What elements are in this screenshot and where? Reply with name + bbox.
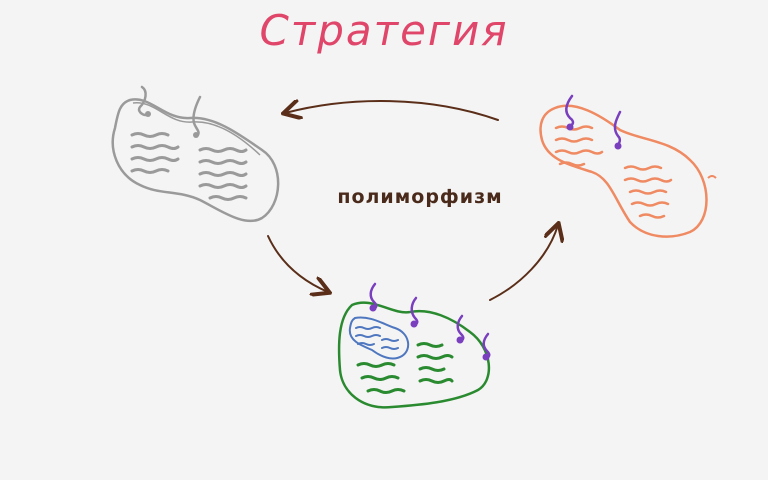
gray-blob-outline-2 xyxy=(132,102,261,156)
purple-hook-dot xyxy=(369,304,377,312)
green-text-line xyxy=(366,388,406,394)
arrow-gray-to-green xyxy=(267,235,328,292)
orange-object xyxy=(539,94,717,238)
orange-text-line xyxy=(554,149,604,155)
gray-text-line xyxy=(198,159,248,165)
gray-hook xyxy=(137,85,148,117)
orange-blob-outline xyxy=(539,104,708,238)
blue-text-line xyxy=(355,326,381,330)
gray-text-line xyxy=(208,195,248,201)
orange-text-line xyxy=(630,201,670,207)
purple-hook-dot xyxy=(482,353,490,361)
purple-hook-dot xyxy=(456,336,464,344)
green-object xyxy=(337,282,491,409)
green-text-line xyxy=(360,375,400,381)
green-text-line xyxy=(416,342,444,348)
blue-text-line xyxy=(381,338,399,342)
gray-text-line xyxy=(130,132,170,138)
gray-text-line xyxy=(198,183,248,189)
purple-hook xyxy=(613,110,622,147)
gray-hook xyxy=(192,95,202,137)
green-blob-outline xyxy=(337,301,491,409)
green-text-line xyxy=(418,378,454,384)
gray-blob-outline xyxy=(111,98,280,223)
orange-text-line xyxy=(558,161,586,167)
purple-hook-dot xyxy=(566,123,574,131)
purple-hook-dot xyxy=(410,320,418,328)
orange-text-line xyxy=(623,177,673,183)
blue-blob-outline xyxy=(348,316,410,360)
arrow-green-to-orange xyxy=(489,225,558,301)
blue-text-line xyxy=(355,334,381,338)
orange-text-line xyxy=(623,165,663,171)
orange-text-line xyxy=(554,137,594,143)
diagram-title: Стратегия xyxy=(259,6,509,55)
orange-text-line xyxy=(638,213,666,219)
gray-object xyxy=(111,85,280,223)
polymorphism-label: полиморфизм xyxy=(337,186,503,208)
purple-hook-dot xyxy=(614,142,622,150)
orange-edge-mark xyxy=(707,175,717,179)
gray-text-line xyxy=(198,171,248,177)
gray-text-line xyxy=(130,144,180,150)
blue-text-line xyxy=(357,342,375,346)
gray-text-line xyxy=(130,156,180,162)
gray-hook-dot xyxy=(145,111,151,117)
arrow-orange-to-gray xyxy=(285,101,499,121)
green-text-line xyxy=(416,354,454,360)
green-text-line xyxy=(418,366,446,372)
gray-text-line xyxy=(130,168,170,174)
purple-hook xyxy=(565,94,575,128)
gray-text-line xyxy=(198,147,248,153)
orange-text-line xyxy=(628,189,668,195)
blue-text-line xyxy=(381,346,399,350)
gray-hook-dot xyxy=(193,132,199,138)
orange-text-line xyxy=(554,125,594,131)
green-text-line xyxy=(356,362,396,368)
